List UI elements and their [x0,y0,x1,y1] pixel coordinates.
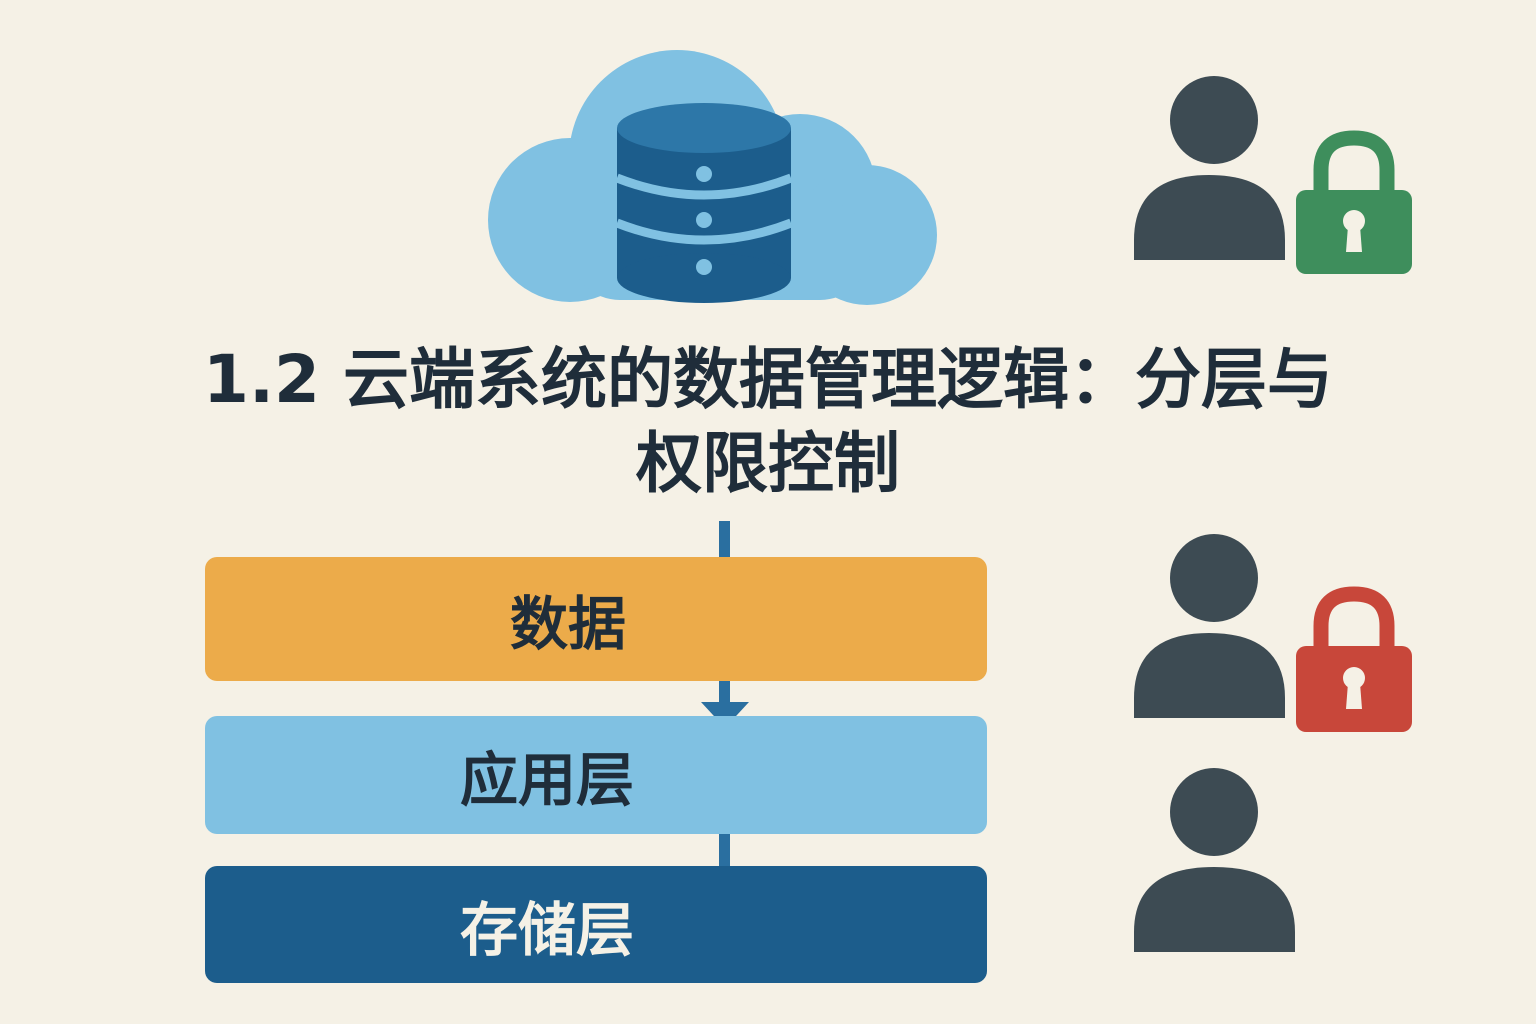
page-title: 1.2 云端系统的数据管理逻辑：分层与 权限控制 [120,338,1416,506]
layer-storage: 存储层 [205,866,987,983]
layer-storage-label: 存储层 [460,895,635,964]
layer-application-label: 应用层 [460,746,635,814]
cloud-database-icon [482,40,942,305]
title-line-2: 权限控制 [636,425,900,502]
connector-top [719,521,730,557]
user-icon [1132,533,1287,723]
user-icon [1132,75,1287,265]
layer-data-label: 数据 [510,590,627,658]
layer-data: 数据 [205,557,987,681]
layer-application: 应用层 [205,716,987,834]
arrow-down-icon [699,700,751,730]
title-line-1: 1.2 云端系统的数据管理逻辑：分层与 [203,341,1333,418]
lock-icon [1293,128,1415,276]
connector-middle [719,681,730,703]
user-icon [1132,767,1300,957]
connector-bottom [719,834,730,866]
lock-icon [1293,584,1415,734]
